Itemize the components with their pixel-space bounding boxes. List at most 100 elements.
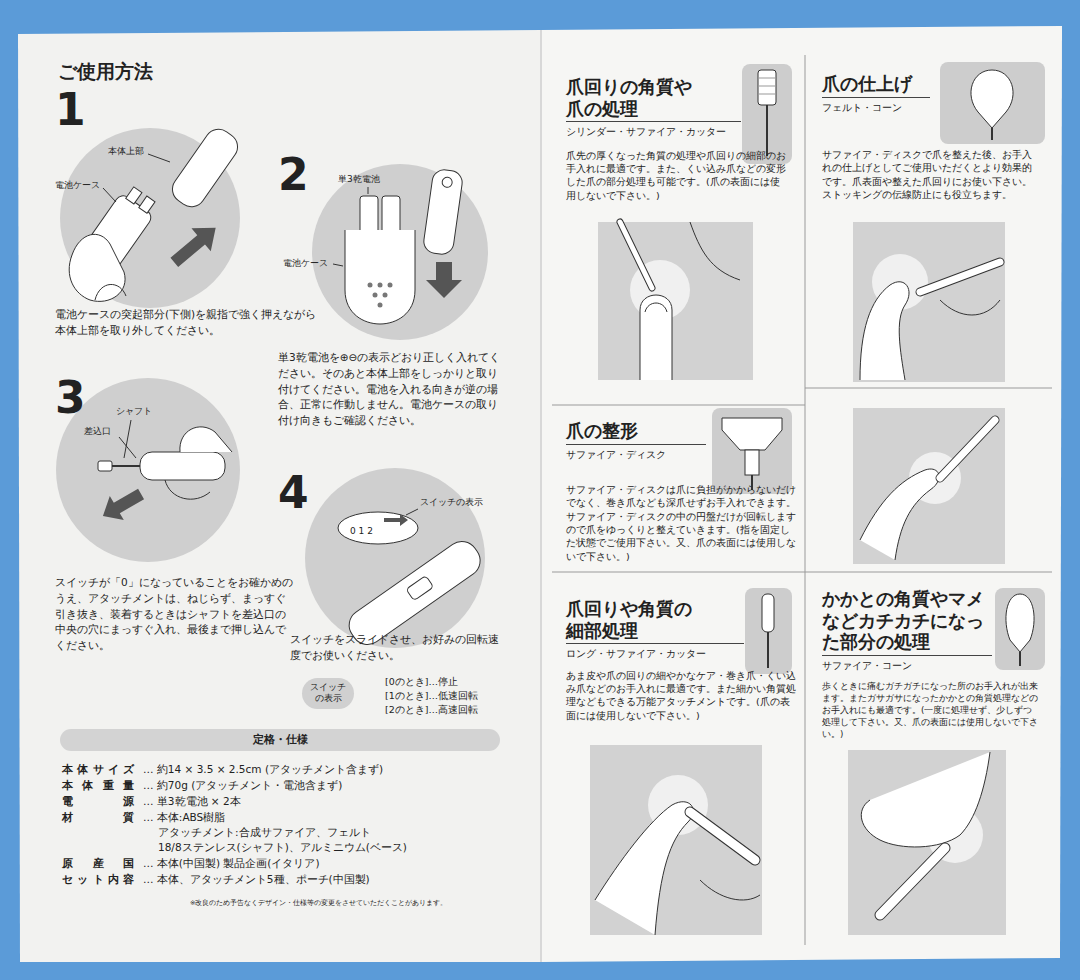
step-number: 1 (55, 88, 86, 132)
attachment-icon (766, 105, 768, 156)
step-text: 単3乾電池を⊕⊖の表示どおり正しく入れてください。そのあと本体上部をしっかりと取… (278, 350, 506, 429)
attachment-name: サファイア・コーン (822, 659, 1040, 673)
switch-marks: 0 1 2 (350, 526, 373, 537)
step-number: 2 (278, 153, 309, 197)
spec-value: … 単3乾電池 × 2本 (143, 795, 241, 809)
usage-illustration (595, 802, 693, 935)
step2-illustration (383, 293, 388, 298)
part-label: 単3乾電池 (338, 174, 380, 185)
attachment-icon (940, 62, 1045, 144)
attachment-icon (995, 588, 1045, 670)
step2-illustration (426, 262, 462, 298)
section-body: 歩くときに痛むガチガチになった所のお手入れが出来ます。またガサガサになったかかと… (822, 680, 1040, 740)
paper-sheet (541, 26, 1062, 962)
section-divider (552, 572, 805, 573)
step3-illustration (180, 427, 232, 452)
attachment-icon (758, 70, 776, 105)
section-body: 爪先の厚くなった角質の処理や爪回りの細部のお手入れに最適です。また、くい込み爪な… (566, 149, 788, 202)
heading-rule: 爪の整形 (566, 420, 706, 445)
attachment-name: サファイア・ディスク (566, 448, 798, 462)
switch-legend-line: [0のとき]…停止 (385, 676, 458, 687)
usage-section: 爪回りや角質の細部処理ロング・サファイア・カッターあま皮や爪の回りの細やかなケア… (566, 598, 798, 722)
footnote: ※改良のため予告なくデザイン・仕様等の変更をさせていただくことがあります。 (190, 900, 447, 908)
attachment-icon (722, 418, 782, 450)
usage-illustration (861, 752, 990, 847)
step2-illustration (422, 168, 463, 255)
step-number: 4 (278, 471, 309, 515)
spec-value: … 約14 × 3.5 × 2.5cm (アタッチメント含まず) (143, 763, 383, 777)
step-number: 3 (55, 376, 86, 420)
step4-illustration (338, 512, 418, 544)
usage-section: かかとの角質やマメなどカチカチになった部分の処理サファイア・コーン歩くときに痛む… (822, 588, 1040, 740)
step1-illustration (103, 188, 116, 202)
step1-illustration (126, 187, 142, 204)
step1-illustration (148, 154, 170, 162)
paper-sheet (18, 30, 541, 962)
section-body: サファイア・ディスクで爪を整えた後、お手入れの仕上げとしてご使用いただくとより効… (822, 148, 1040, 201)
switch-display-badge: スイッチの表示 (302, 678, 354, 709)
spec-value: … 約70g (アタッチメント・電池含まず) (143, 779, 342, 793)
step-text: スイッチが「0」になっていることをお確かめのうえ、アタッチメントは、ねじらず、ま… (55, 575, 295, 654)
step2-illustration (333, 264, 343, 266)
part-label: 本体上部 (108, 146, 144, 157)
step-text: 電池ケースの突起部分(下側)を親指で強く押えながら本体上部を取り外してください。 (55, 307, 323, 339)
usage-illustration (940, 420, 995, 478)
usage-illustration (690, 222, 740, 280)
usage-illustration (920, 262, 1000, 292)
step4-illustration (384, 514, 408, 526)
usage-illustration (860, 469, 939, 560)
attachment-icon (745, 588, 792, 674)
attachment-icon (971, 70, 1013, 128)
step3-illustration (140, 452, 225, 480)
spec-value: アタッチメント:合成サファイア、フェルト (158, 826, 371, 840)
step4-illustration (305, 468, 486, 651)
heading-rule: 爪回りや角質の細部処理 (566, 598, 744, 644)
attachment-icon (745, 450, 759, 475)
spec-key: セット内容 (62, 873, 134, 887)
switch-legend-line: [1のとき]…低速回転 (385, 690, 478, 701)
section-divider (552, 55, 1052, 945)
usage-illustration (690, 812, 755, 860)
heading-rule: 爪回りの角質や爪の処理 (566, 76, 741, 122)
part-label: 電池ケース (283, 258, 328, 269)
step2-illustration (368, 187, 369, 194)
part-label: スイッチの表示 (420, 497, 483, 508)
attachment-name: フェルト・コーン (822, 101, 1040, 115)
step2-illustration (442, 177, 453, 188)
spec-heading-band: 定格・仕様 (60, 729, 500, 751)
usage-illustration (880, 848, 945, 915)
section-divider (805, 388, 1052, 389)
step1-illustration (69, 234, 125, 301)
section-heading: 爪の整形 (566, 420, 696, 442)
usage-illustration (645, 303, 667, 312)
part-label: シャフト (116, 406, 152, 417)
usage-illustration (700, 880, 760, 900)
spec-key: 本体サイズ (62, 763, 134, 777)
usage-section: 爪回りの角質や爪の処理シリンダー・サファイア・カッター爪先の厚くなった角質の処理… (566, 76, 788, 202)
attachment-icon (758, 78, 776, 79)
usage-illustration (690, 812, 755, 860)
page-title: ご使用方法 (58, 60, 153, 83)
attachment-icon (742, 64, 792, 164)
section-divider (805, 55, 806, 945)
usage-illustration (940, 420, 995, 478)
usage-illustration (940, 300, 1000, 315)
switch-legend-line: [2のとき]…高速回転 (385, 704, 478, 715)
step1-illustration (165, 216, 226, 274)
usage-illustration (590, 222, 1006, 935)
section-heading: 爪回りや角質の細部処理 (566, 598, 694, 641)
step1-illustration (139, 196, 155, 213)
usage-illustration (640, 295, 672, 380)
spec-key: 材質 (62, 811, 134, 825)
usage-illustration (860, 282, 909, 380)
step3-illustration (165, 480, 210, 499)
step3-illustration (112, 465, 140, 467)
step-text: スイッチをスライドさせ、お好みの回転速度でお使いください。 (290, 632, 505, 664)
spec-value: 18/8ステンレス(シャフト)、アルミニウム(ベース) (158, 841, 407, 855)
step2-illustration (373, 293, 378, 298)
step4-illustration (406, 576, 434, 601)
heading-rule: かかとの角質やマメなどカチカチになった部分の処理 (822, 588, 992, 656)
badge-text: スイッチの表示 (308, 682, 348, 705)
step3-illustration (124, 420, 131, 458)
paper-sheet (540, 30, 542, 962)
